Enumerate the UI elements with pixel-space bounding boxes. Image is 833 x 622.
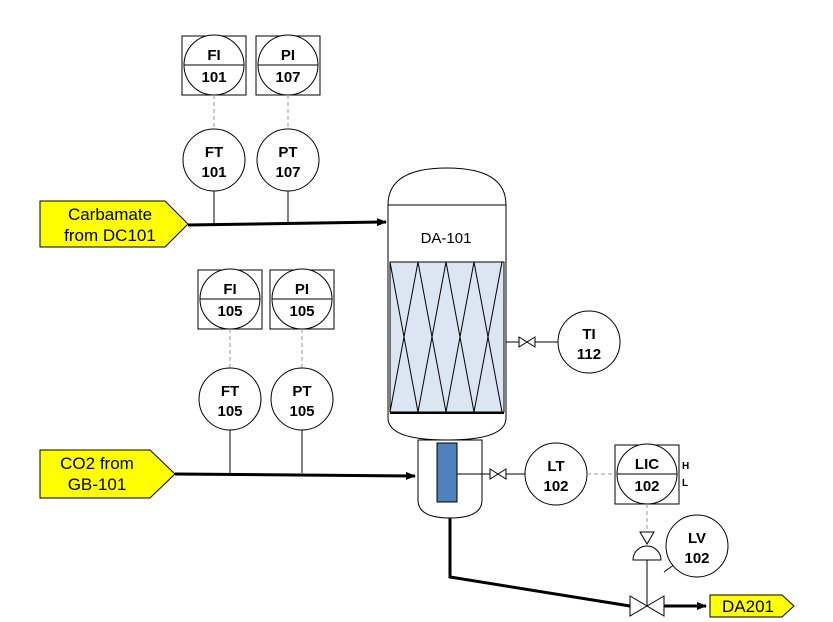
pt-107-transmitter: PT 107 — [256, 128, 320, 192]
pt-105-transmitter: PT 105 — [270, 367, 334, 431]
valve-actuator-icon — [632, 545, 662, 561]
pi-105-indicator: PI 105 — [269, 268, 335, 330]
lic-102-controller: LIC 102 H L — [614, 443, 689, 505]
ft-101-code: FT — [205, 144, 223, 161]
outlet-line — [448, 518, 631, 608]
co2-line2: GB-101 — [68, 475, 127, 494]
lt-102-transmitter: LT 102 — [524, 442, 588, 506]
lv-102-num: 102 — [684, 550, 709, 567]
lv-102-valve-tag: LV 102 — [665, 514, 729, 578]
co2-line1: CO2 from — [60, 454, 134, 473]
level-gauge — [436, 442, 458, 503]
ti-112-code: TI — [582, 326, 595, 343]
co2-feed-line — [174, 471, 416, 480]
carbamate-line2: from DC101 — [64, 226, 156, 245]
pi-105-num: 105 — [289, 303, 314, 320]
co2-stream-label: CO2 from GB-101 — [39, 449, 176, 499]
da201-label: DA201 — [722, 597, 774, 616]
lt-102-num: 102 — [543, 478, 568, 495]
ti-112-indicator: TI 112 — [557, 310, 621, 374]
ft-101-transmitter: FT 101 — [182, 128, 246, 192]
pt-107-num: 107 — [275, 164, 300, 181]
fi-101-code: FI — [207, 47, 220, 64]
vessel-label: DA-101 — [421, 230, 472, 247]
ft-105-num: 105 — [217, 403, 242, 420]
fi-101-indicator: FI 101 — [181, 34, 247, 96]
vessel-da-101: DA-101 — [387, 167, 507, 441]
ti-112-num: 112 — [577, 346, 601, 363]
signal-arrow-icon — [639, 531, 655, 545]
da201-stream-label: DA201 — [709, 594, 795, 618]
ft-105-code: FT — [221, 383, 239, 400]
pt-105-num: 105 — [289, 403, 314, 420]
pt-107-code: PT — [278, 144, 297, 161]
pi-107-indicator: PI 107 — [255, 34, 321, 96]
carbamate-stream-label: Carbamate from DC101 — [39, 200, 189, 248]
ft-105-transmitter: FT 105 — [198, 367, 262, 431]
fi-101-num: 101 — [201, 69, 226, 86]
fi-105-indicator: FI 105 — [197, 268, 263, 330]
pt-105-code: PT — [292, 383, 311, 400]
lt-102-code: LT — [547, 458, 564, 475]
lic-high-alarm: H — [682, 461, 689, 472]
ti-112-valve-icon — [518, 336, 536, 348]
fi-105-num: 105 — [217, 303, 242, 320]
pi-105-code: PI — [295, 281, 309, 298]
vessel-boot — [417, 439, 483, 519]
lv-102-code: LV — [688, 530, 706, 547]
lic-102-code: LIC — [635, 456, 659, 473]
lic-low-alarm: L — [682, 478, 688, 489]
lt-102-valve-icon — [489, 468, 507, 480]
pi-107-num: 107 — [275, 69, 300, 86]
lic-102-num: 102 — [634, 478, 659, 495]
fi-105-code: FI — [223, 281, 236, 298]
ft-101-num: 101 — [201, 164, 226, 181]
carbamate-feed-line — [187, 218, 387, 227]
pi-107-code: PI — [281, 47, 295, 64]
carbamate-line1: Carbamate — [68, 205, 152, 224]
